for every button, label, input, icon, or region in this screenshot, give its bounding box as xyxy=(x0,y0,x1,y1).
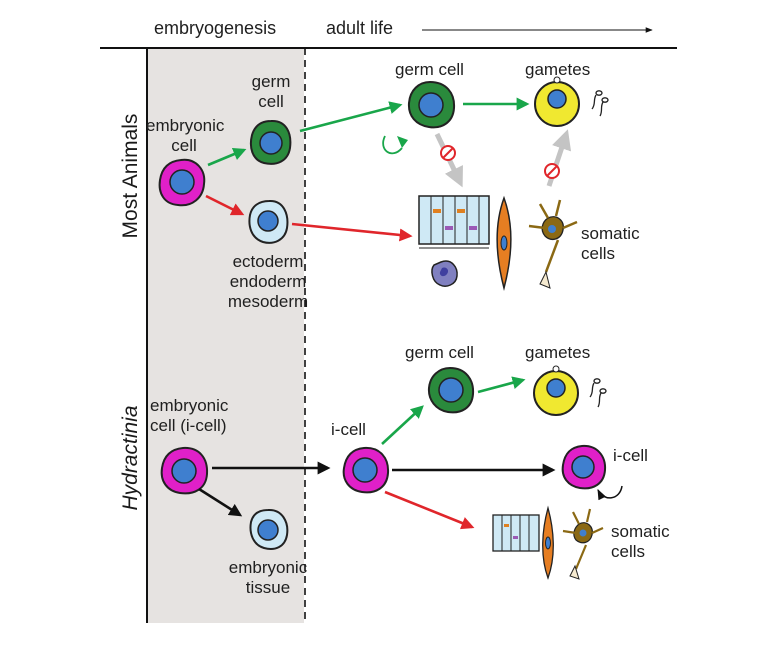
i-cell-adult xyxy=(342,446,390,494)
row-label-hydractinia: Hydractinia xyxy=(119,405,142,511)
arrow-germ-to-adult-germ xyxy=(299,101,403,133)
header-adult-life: adult life xyxy=(326,18,394,38)
arrow-germ-to-gamete xyxy=(477,376,526,394)
label-i-cell-adult: i-cell xyxy=(331,420,366,439)
label-germ-cell-embryo: germ cell xyxy=(251,72,291,111)
arrow-icell-to-germ xyxy=(381,405,424,445)
macrophage-icon xyxy=(431,260,458,287)
self-renew-arrowhead-top xyxy=(397,136,408,148)
arrow-layers-to-somatic xyxy=(291,222,413,242)
label-germ-cell-adult-top: germ cell xyxy=(395,60,464,79)
germ-cell-bottom xyxy=(427,366,475,414)
label-somatic-cells-top: somatic cells xyxy=(581,224,640,263)
arrow-icell-to-somatic xyxy=(384,490,475,530)
arrow-embryo-to-tissue xyxy=(198,487,243,517)
sperm-bottom xyxy=(589,378,607,408)
embryonic-tissue-cell xyxy=(249,508,289,550)
neuron-icon xyxy=(528,199,578,289)
label-embryonic-tissue: embryonic tissue xyxy=(228,558,308,597)
label-gametes-bottom: gametes xyxy=(525,343,591,362)
muscle-cell-icon xyxy=(496,195,512,291)
muscle-cell-icon xyxy=(542,505,554,580)
label-embryonic-cell-bottom: embryonic cell (i-cell) xyxy=(150,396,229,435)
epithelium-icon xyxy=(418,195,490,249)
embryonic-cell-bottom xyxy=(160,446,209,495)
gamete-egg-bottom xyxy=(533,365,579,416)
self-renew-arrow-top xyxy=(382,135,403,155)
label-somatic-cells-bottom: somatic cells xyxy=(611,522,670,561)
neuron-icon xyxy=(562,508,604,580)
arrow-embryo-to-layers xyxy=(205,194,245,216)
germ-layer-cell xyxy=(248,199,289,244)
no-entry-icon xyxy=(544,163,560,179)
no-entry-icon xyxy=(440,145,456,161)
self-renew-arrow-bottom xyxy=(597,485,623,501)
sperm-top xyxy=(591,90,609,117)
label-i-cell-self: i-cell xyxy=(613,446,648,465)
arrow-embryo-to-germ xyxy=(207,148,247,167)
header-embryogenesis: embryogenesis xyxy=(154,18,277,38)
germ-cell-adult-top xyxy=(407,80,456,129)
embryonic-cell-top xyxy=(158,158,206,207)
germ-cell-embryo xyxy=(249,119,292,165)
gamete-egg-top xyxy=(534,76,580,127)
row-label-most-animals: Most Animals xyxy=(119,113,142,239)
label-embryonic-cell-top: embryonic cell xyxy=(146,116,225,155)
epithelium-icon xyxy=(492,514,540,552)
label-germ-cell-bottom: germ cell xyxy=(405,343,474,362)
label-germ-layers: ectoderm endoderm mesoderm xyxy=(227,252,309,311)
i-cell-self-renewed xyxy=(561,444,607,490)
label-gametes-top: gametes xyxy=(525,60,591,79)
